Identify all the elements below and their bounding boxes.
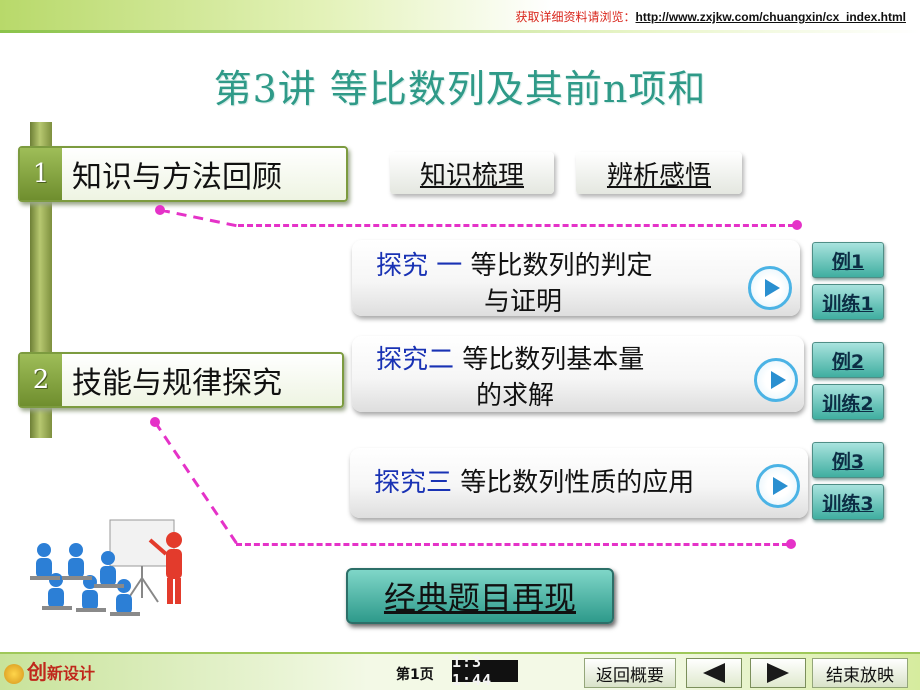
connector-dashed-line <box>159 208 240 230</box>
practice-3-button[interactable]: 训练3 <box>812 484 884 520</box>
section-tab-2[interactable]: 2 技能与规律探究 <box>18 352 344 408</box>
topic-1-line1: 等比数列的判定 <box>470 251 653 281</box>
topic-2-text: 探究二 等比数列基本量 的求解 <box>376 342 644 414</box>
analysis-insight-button[interactable]: 辨析感悟 <box>576 152 742 194</box>
previous-slide-button[interactable] <box>686 658 742 688</box>
page-number: 第1页 <box>396 667 434 683</box>
example-3-button[interactable]: 例3 <box>812 442 884 478</box>
play-icon <box>764 279 780 297</box>
topic-card-1[interactable] <box>352 240 800 316</box>
practice-1-button[interactable]: 训练1 <box>812 284 884 320</box>
connector-dot <box>792 220 802 230</box>
topic-2-line1: 等比数列基本量 <box>462 345 645 375</box>
section-label-2: 技能与规律探究 <box>72 366 282 401</box>
section-number-2: 2 <box>20 354 62 406</box>
topic-card-2[interactable] <box>352 336 804 412</box>
play-button-1[interactable] <box>748 266 792 310</box>
resource-link[interactable]: 获取详细资料请浏览：http://www.zxjkw.com/chuangxin… <box>515 8 906 25</box>
classroom-illustration <box>14 518 210 638</box>
page-title: 第3讲 等比数列及其前n项和 <box>213 67 707 111</box>
topic-1-text: 探究 一 等比数列的判定 与证明 <box>376 248 653 320</box>
next-slide-button[interactable] <box>750 658 806 688</box>
logo-emblem-icon <box>4 663 24 684</box>
resource-link-url[interactable]: http://www.zxjkw.com/chuangxin/cx_index.… <box>635 10 907 24</box>
arrow-left-icon <box>703 663 725 683</box>
play-icon <box>772 477 788 495</box>
resource-link-prefix: 获取详细资料请浏览： <box>515 10 636 24</box>
connector-dashed-line <box>153 421 245 547</box>
play-button-2[interactable] <box>754 358 798 402</box>
topic-card-3[interactable] <box>350 448 808 518</box>
back-to-overview-button[interactable]: 返回概要 <box>584 658 676 688</box>
connector-dashed-line <box>236 543 788 546</box>
play-icon <box>770 371 786 389</box>
arrow-right-icon <box>767 663 789 683</box>
play-button-3[interactable] <box>756 464 800 508</box>
topic-3-line1: 等比数列性质的应用 <box>460 468 695 498</box>
topic-1-line2: 与证明 <box>484 287 563 317</box>
classic-problems-button[interactable]: 经典题目再现 <box>346 568 614 624</box>
publisher-logo: 创新设计 <box>4 656 95 685</box>
knowledge-summary-button[interactable]: 知识梳理 <box>390 152 554 194</box>
example-1-button[interactable]: 例1 <box>812 242 884 278</box>
clock-display: 1:3 1:44 <box>452 653 518 689</box>
topic-3-key: 探究三 <box>374 468 453 498</box>
connector-dashed-line <box>238 224 794 227</box>
topic-2-line2: 的求解 <box>476 381 555 411</box>
logo-main-text: 创 <box>27 660 47 684</box>
top-banner <box>0 0 920 33</box>
connector-dot <box>786 539 796 549</box>
section-label-1: 知识与方法回顾 <box>72 160 282 195</box>
example-2-button[interactable]: 例2 <box>812 342 884 378</box>
topic-1-key: 探究 一 <box>376 251 463 281</box>
logo-sub-text: 新设计 <box>47 664 96 683</box>
topic-3-text: 探究三 等比数列性质的应用 <box>374 465 694 501</box>
section-number-1: 1 <box>20 148 62 200</box>
section-tab-1[interactable]: 1 知识与方法回顾 <box>18 146 348 202</box>
topic-2-key: 探究二 <box>376 345 455 375</box>
practice-2-button[interactable]: 训练2 <box>812 384 884 420</box>
end-slideshow-button[interactable]: 结束放映 <box>812 658 908 688</box>
